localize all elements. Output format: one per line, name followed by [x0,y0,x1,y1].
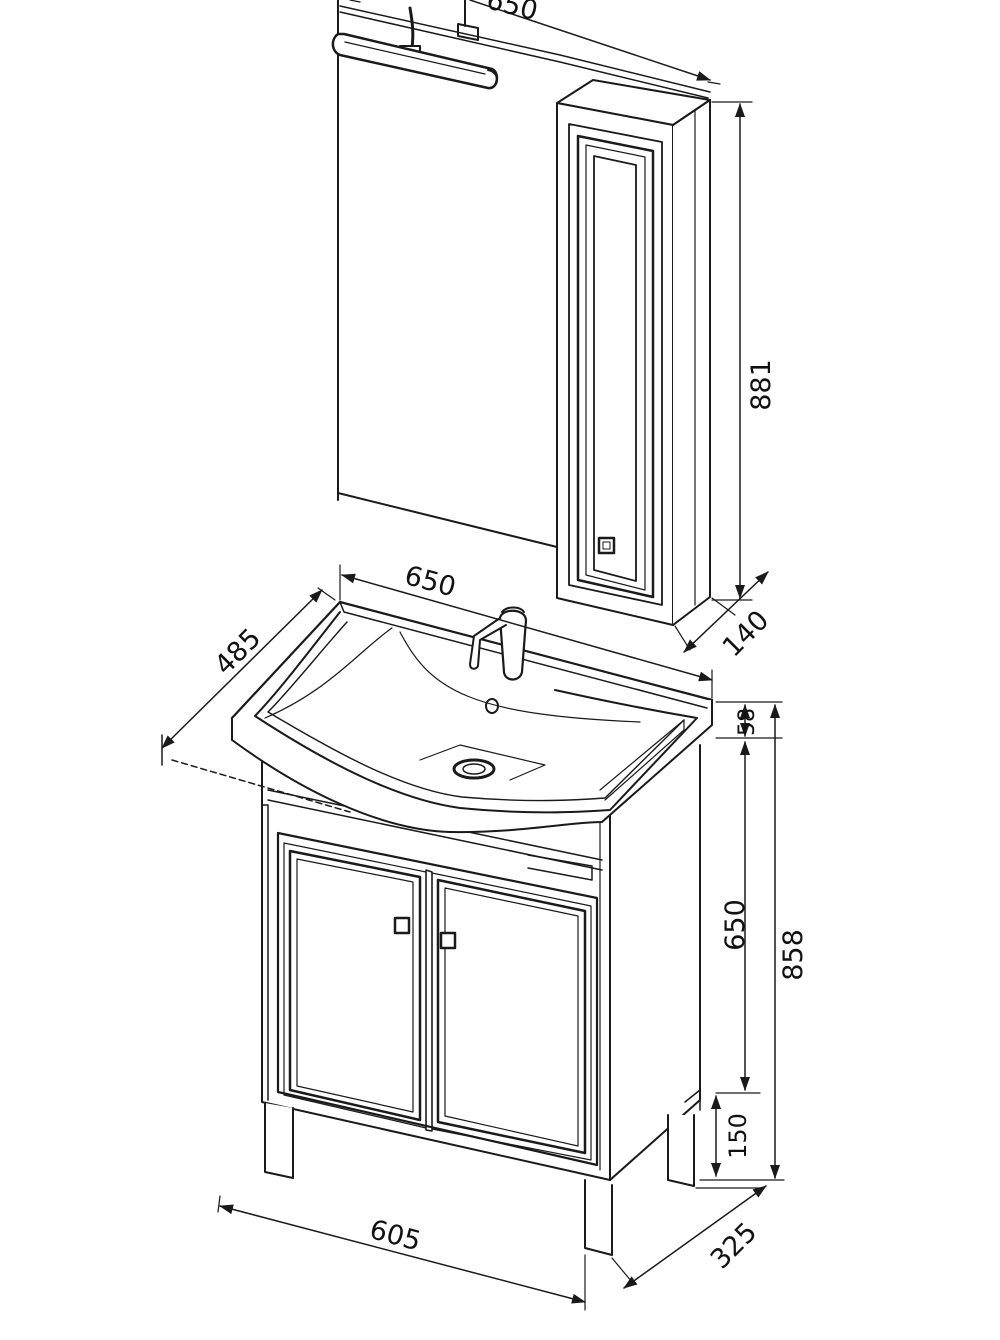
dim-label-leg-height: 150 [724,1113,752,1159]
dim-label-vanity-depth: 325 [705,1217,763,1275]
dim-vanity-width: 605 [217,1195,586,1311]
wall-cabinet [556,79,711,626]
dim-label-basin-thickness: 58 [735,708,760,736]
dim-label-basin-width: 650 [401,560,459,603]
dim-basin-thickness: 58 [715,701,783,739]
vanity-doors [276,831,599,1167]
dim-vanity-depth: 325 [611,1185,767,1289]
dim-vanity-body-height: 650 [715,741,761,1094]
dim-label-cabinet-depth: 140 [717,605,775,663]
basin-drain [452,758,496,780]
dim-leg-height: 150 [711,1095,752,1177]
dim-vanity-total-height: 858 [699,704,809,1181]
cabinet-handle [597,536,616,555]
dim-mirror-width: 650 [349,0,721,85]
vanity-legs [264,1089,701,1256]
dim-label-mirror-width: 650 [483,0,541,27]
mirror [337,0,558,548]
vanity-drawer-front [527,854,593,881]
dim-label-basin-depth: 485 [209,623,267,681]
dim-label-vanity-width: 605 [366,1214,424,1257]
door-handles [393,916,457,950]
dim-cabinet-height: 881 [711,101,777,601]
dim-label-vanity-body-height: 650 [720,899,751,951]
dim-label-cabinet-height: 881 [746,359,777,411]
mirror-lamp [331,0,711,99]
basin-overflow [485,698,499,714]
dim-label-vanity-total-height: 858 [778,929,809,981]
